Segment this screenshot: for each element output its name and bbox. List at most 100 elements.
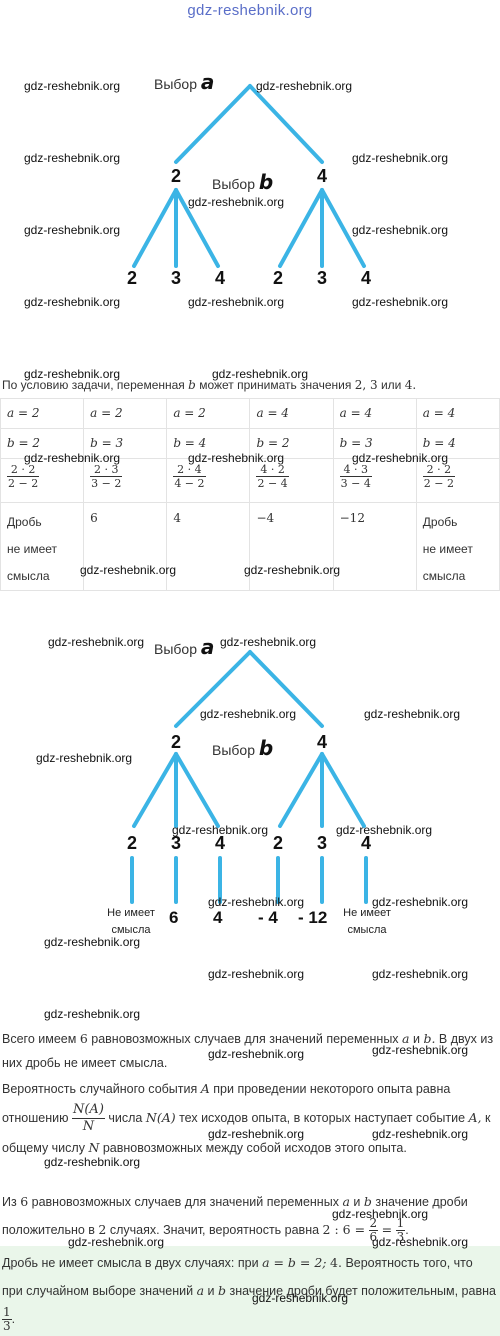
tree-1-node-a2: 2 <box>170 166 181 186</box>
table-cell: a = 4 <box>415 398 500 429</box>
paragraph-total-cases: Всего имеем 6 равновозможных случаев для… <box>2 1031 494 1070</box>
watermark[interactable]: gdz-reshebnik.org <box>200 707 297 721</box>
table-cell: b = 4 <box>166 428 251 459</box>
paragraph-positive-cases: Из 6 равновозможных случаев для значений… <box>2 1194 468 1245</box>
branch-2-4 <box>174 188 220 268</box>
watermark[interactable]: gdz-reshebnik.org <box>44 1007 141 1021</box>
watermark[interactable]: gdz-reshebnik.org <box>44 935 141 949</box>
watermark[interactable]: gdz-reshebnik.org <box>24 79 121 93</box>
table-cell: b = 2 <box>0 428 85 459</box>
tree-1-branches <box>132 84 366 268</box>
watermark[interactable]: gdz-reshebnik.org <box>44 1155 141 1169</box>
watermark[interactable]: gdz-reshebnik.org <box>372 1043 469 1057</box>
watermark[interactable]: gdz-reshebnik.org <box>332 1207 429 1221</box>
watermark[interactable]: gdz-reshebnik.org <box>372 1235 469 1249</box>
tree-2-node-a4: 4 <box>316 732 327 752</box>
watermark[interactable]: gdz-reshebnik.org <box>24 367 121 381</box>
tree-2-result: 4 <box>213 908 223 927</box>
branch-4-4 <box>320 188 366 268</box>
table-cell: a = 2 <box>166 398 251 429</box>
watermark[interactable]: gdz-reshebnik.org <box>188 295 285 309</box>
tree-2-leaf: 3 <box>316 833 327 853</box>
watermark[interactable]: gdz-reshebnik.org <box>352 223 449 237</box>
fraction-NA-over-N: N(A)N <box>71 1102 105 1134</box>
watermark[interactable]: gdz-reshebnik.org <box>252 1291 349 1305</box>
watermark[interactable]: gdz-reshebnik.org <box>212 367 309 381</box>
table-cell: 6 <box>83 502 168 591</box>
watermark[interactable]: gdz-reshebnik.org <box>188 195 285 209</box>
tree-1-leaf: 4 <box>214 268 225 288</box>
tree-1-leaf: 2 <box>272 268 283 288</box>
answer-text: Дробь не имеет смысла в двух случаях: пр… <box>2 1255 496 1334</box>
watermark[interactable]: gdz-reshebnik.org <box>36 751 133 765</box>
table-cell: 4 <box>166 502 251 591</box>
tree-2-leaf: 4 <box>214 833 225 853</box>
table-cell: b = 3 <box>332 428 417 459</box>
watermark[interactable]: gdz-reshebnik.org <box>188 451 285 465</box>
watermark[interactable]: gdz-reshebnik.org <box>372 967 469 981</box>
tree-2-choice-b-label: Выбор b <box>212 736 274 760</box>
watermark[interactable]: gdz-reshebnik.org <box>68 1235 165 1249</box>
tree-1-choice-a-label: Выбор a <box>154 70 215 94</box>
intro-text: По условию задачи, переменная b может пр… <box>2 378 417 392</box>
table-row-b: b = 2 b = 3 b = 4 b = 2 b = 3 b = 4 <box>0 428 500 459</box>
watermark[interactable]: gdz-reshebnik.org <box>24 151 121 165</box>
watermark[interactable]: gdz-reshebnik.org <box>80 563 177 577</box>
branch-a-4 <box>248 84 324 164</box>
cases-table: a = 2 a = 2 a = 2 a = 4 a = 4 a = 4 b = … <box>0 398 500 591</box>
watermark[interactable]: gdz-reshebnik.org <box>372 1127 469 1141</box>
tree-2-result: - 12 <box>298 908 328 927</box>
watermark[interactable]: gdz-reshebnik.org <box>208 895 305 909</box>
watermark[interactable]: gdz-reshebnik.org <box>48 635 145 649</box>
watermark[interactable]: gdz-reshebnik.org <box>220 635 317 649</box>
branch-4-2 <box>278 188 324 268</box>
watermark[interactable]: gdz-reshebnik.org <box>24 223 121 237</box>
tree-1-leaf: 3 <box>170 268 181 288</box>
branch-a-2 <box>174 84 252 164</box>
branch-2-2 <box>132 188 178 268</box>
watermark[interactable]: gdz-reshebnik.org <box>352 295 449 309</box>
tree-2-leaf: 3 <box>170 833 181 853</box>
watermark[interactable]: gdz-reshebnik.org <box>336 823 433 837</box>
table-cell: b = 3 <box>83 428 168 459</box>
watermark[interactable]: gdz-reshebnik.org <box>352 451 449 465</box>
watermark-header[interactable]: gdz-reshebnik.org <box>187 2 313 19</box>
table-row-a: a = 2 a = 2 a = 2 a = 4 a = 4 a = 4 <box>0 398 500 429</box>
tree-2-leaf: 4 <box>360 833 371 853</box>
tree-2-result: - 4 <box>258 908 278 927</box>
watermark[interactable]: gdz-reshebnik.org <box>352 151 449 165</box>
watermark[interactable]: gdz-reshebnik.org <box>24 451 121 465</box>
tree-1-leaf: 4 <box>360 268 371 288</box>
watermark[interactable]: gdz-reshebnik.org <box>372 895 469 909</box>
watermark[interactable]: gdz-reshebnik.org <box>172 823 269 837</box>
watermark[interactable]: gdz-reshebnik.org <box>24 295 121 309</box>
tree-1-leaf: 3 <box>316 268 327 288</box>
watermark[interactable]: gdz-reshebnik.org <box>256 79 353 93</box>
tree-2-node-a2: 2 <box>170 732 181 752</box>
watermark[interactable]: gdz-reshebnik.org <box>364 707 461 721</box>
table-cell: a = 4 <box>249 398 334 429</box>
watermark[interactable]: gdz-reshebnik.org <box>208 1047 305 1061</box>
tree-2-leaf: 2 <box>126 833 137 853</box>
watermark[interactable]: gdz-reshebnik.org <box>208 967 305 981</box>
watermark[interactable]: gdz-reshebnik.org <box>244 563 341 577</box>
watermark[interactable]: gdz-reshebnik.org <box>208 1127 305 1141</box>
table-cell: −4 <box>249 502 334 591</box>
tree-1-choice-b-label: Выбор b <box>212 170 274 194</box>
